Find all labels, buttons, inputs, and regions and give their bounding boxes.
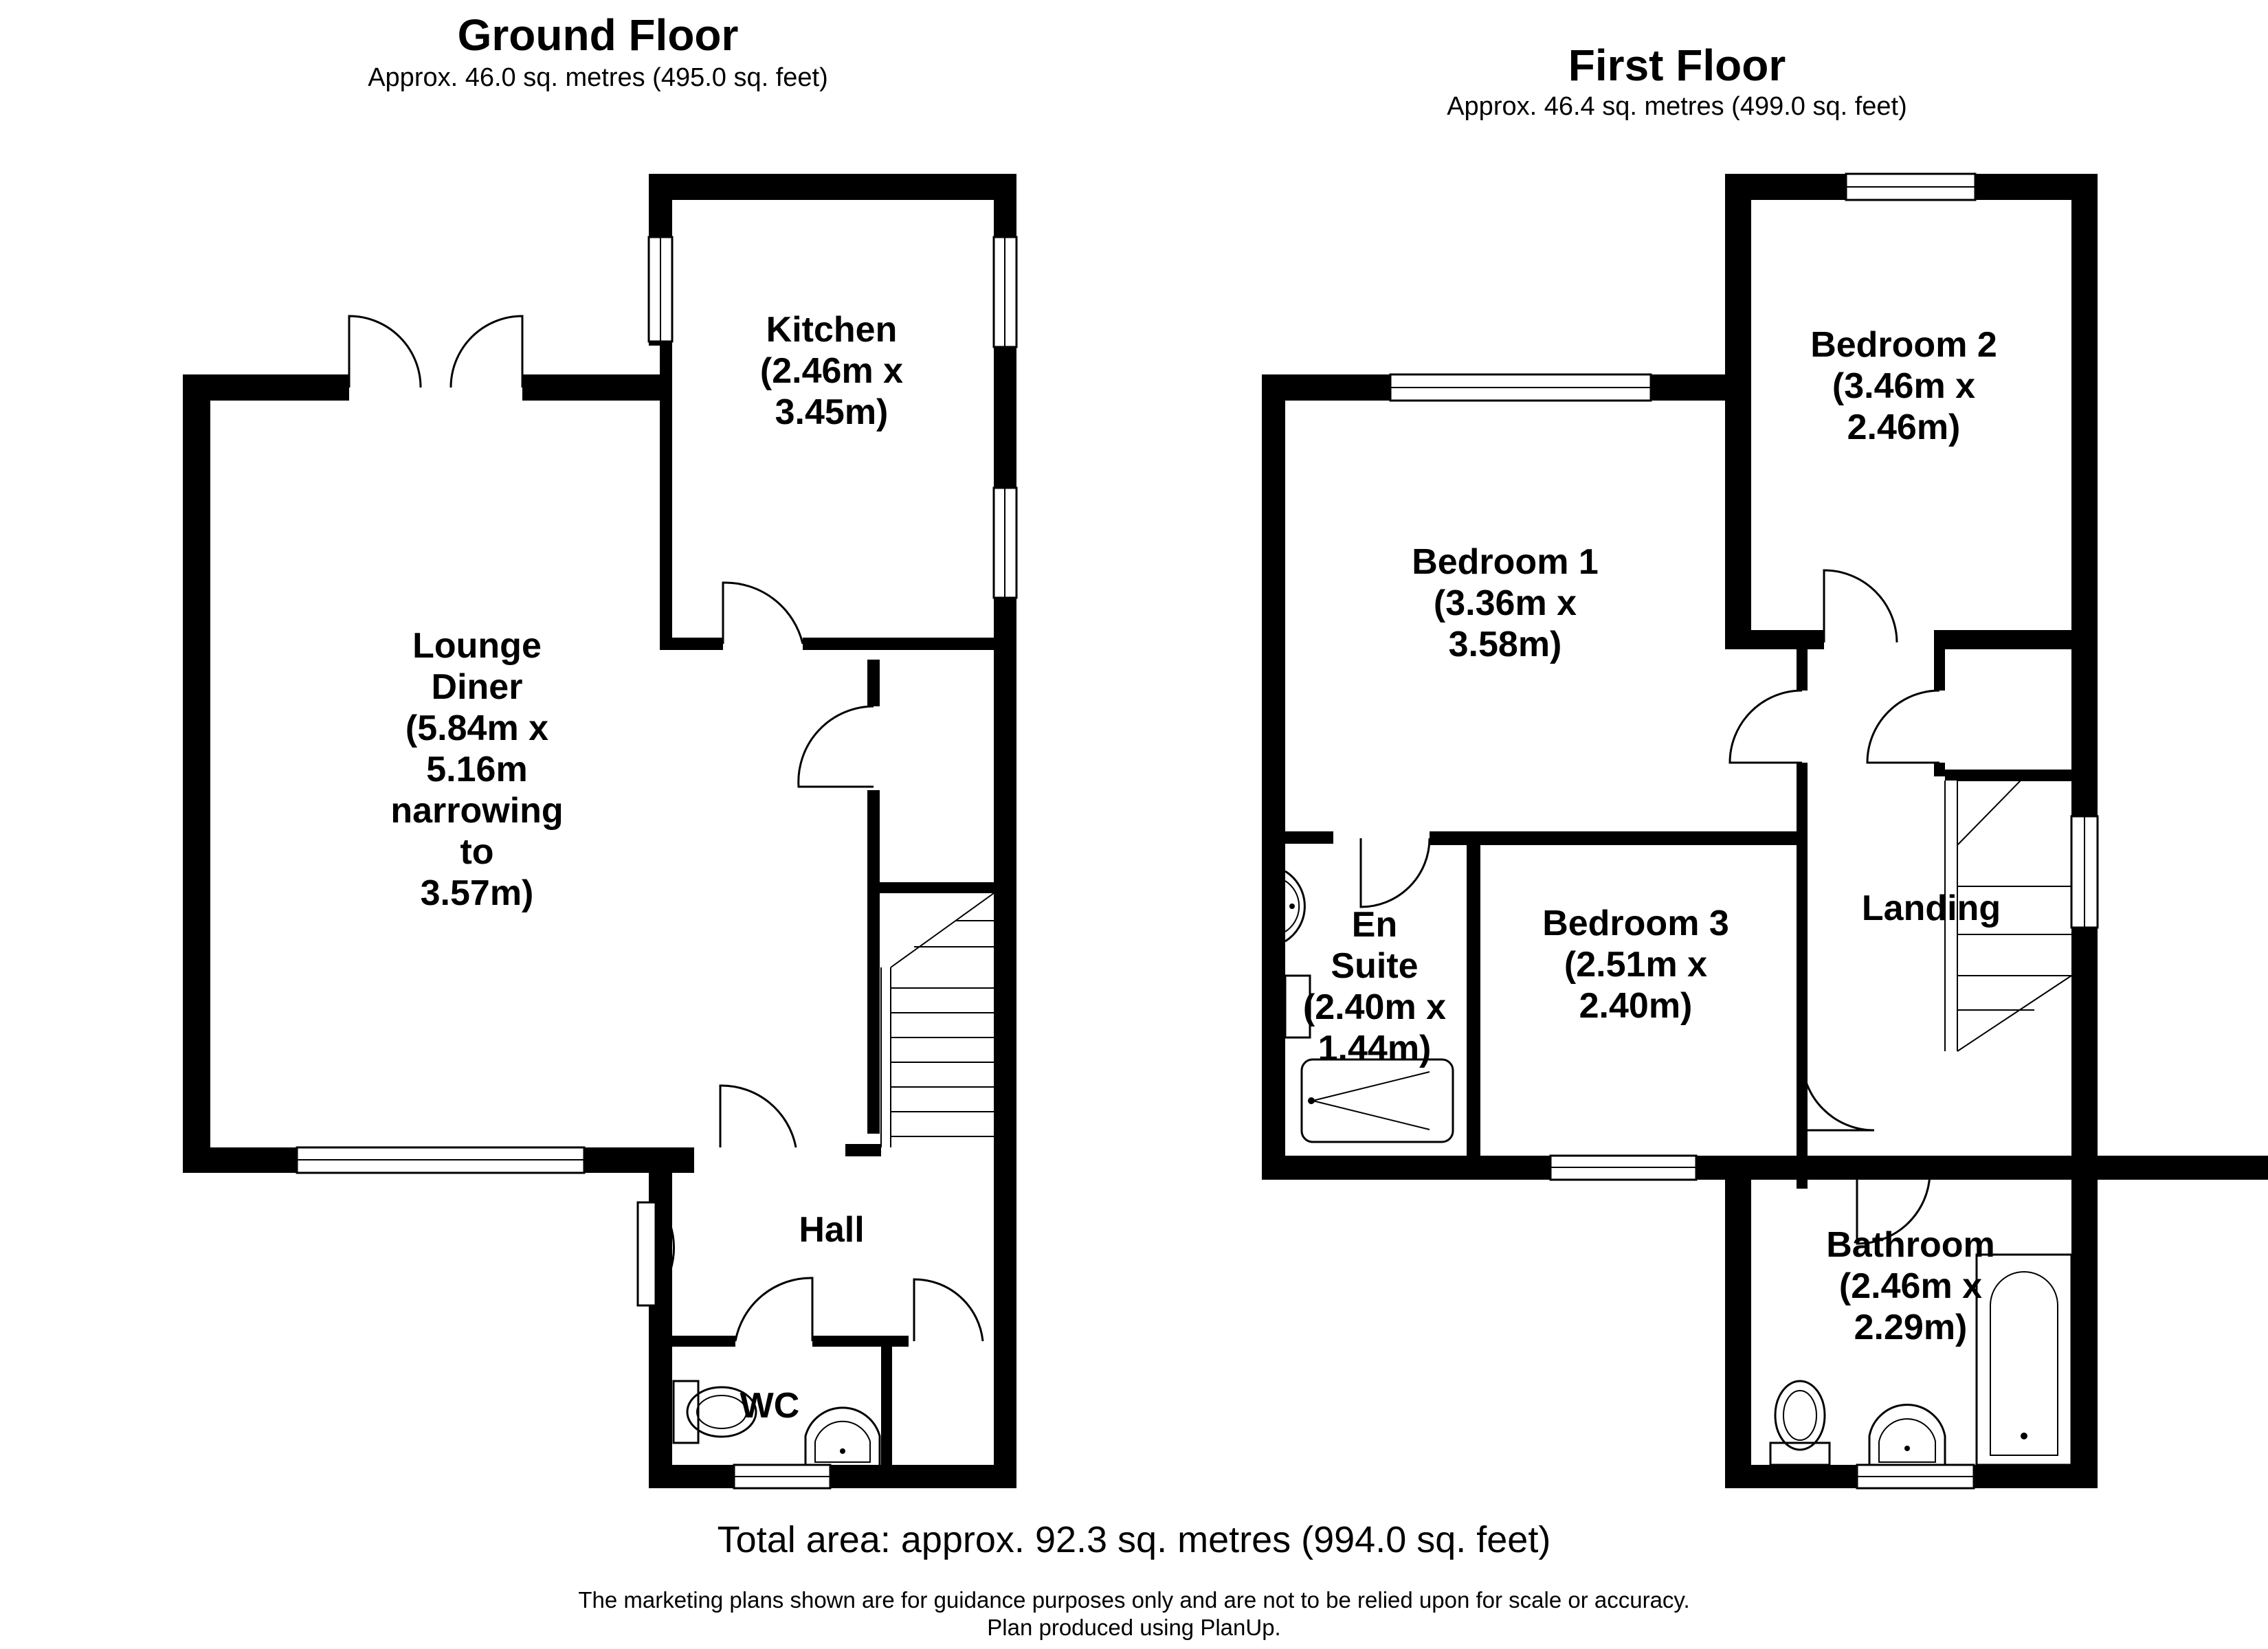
bedroom3-label: Bedroom 3 (2.51m x 2.40m) bbox=[1542, 904, 1729, 1026]
ground-floor-plan bbox=[183, 174, 1018, 1490]
ground-floor-title: Ground Floor bbox=[457, 10, 739, 60]
landing-label: Landing bbox=[1861, 888, 2001, 928]
first-floor-title: First Floor bbox=[1568, 41, 1786, 90]
plan-credit: Plan produced using PlanUp. bbox=[987, 1615, 1281, 1640]
wc-label: WC bbox=[740, 1386, 800, 1426]
first-floor-stairs bbox=[1944, 780, 2072, 1052]
disclaimer: The marketing plans shown are for guidan… bbox=[578, 1587, 1690, 1613]
wc-basin-icon bbox=[804, 1406, 881, 1465]
ensuite-basin-icon bbox=[1285, 870, 1306, 943]
bath-tub-icon bbox=[1975, 1253, 2073, 1466]
bedroom1-label: Bedroom 1 (3.36m x 3.58m) bbox=[1412, 542, 1599, 664]
bathroom-basin-icon bbox=[1868, 1404, 1946, 1465]
first-floor-area: Approx. 46.4 sq. metres (499.0 sq. feet) bbox=[1447, 92, 1907, 121]
first-floor-plan bbox=[1262, 172, 2268, 1490]
ground-stairs bbox=[880, 893, 994, 1147]
lounge-diner-label: Lounge Diner (5.84m x 5.16m narrowing to… bbox=[390, 626, 564, 913]
kitchen-label: Kitchen (2.46m x 3.45m) bbox=[759, 310, 904, 432]
total-area: Total area: approx. 92.3 sq. metres (994… bbox=[717, 1519, 1551, 1560]
ground-floor-area: Approx. 46.0 sq. metres (495.0 sq. feet) bbox=[368, 63, 828, 92]
bathroom-toilet-icon bbox=[1769, 1380, 1831, 1466]
ensuite-label: En Suite (2.40m x 1.44m) bbox=[1302, 905, 1447, 1068]
shower-tray-icon bbox=[1300, 1058, 1454, 1143]
ensuite-toilet-icon bbox=[1284, 974, 1311, 1039]
bedroom2-label: Bedroom 2 (3.46m x 2.46m) bbox=[1810, 325, 1997, 447]
hall-label: Hall bbox=[799, 1210, 865, 1250]
wc-toilet-icon bbox=[672, 1380, 757, 1444]
bathroom-label: Bathroom (2.46m x 2.29m) bbox=[1826, 1225, 1995, 1347]
